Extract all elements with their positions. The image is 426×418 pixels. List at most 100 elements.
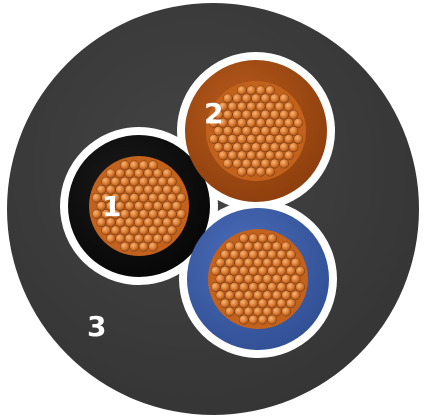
- copper-strand: [139, 161, 148, 170]
- copper-strand: [266, 102, 275, 111]
- copper-strand: [258, 315, 267, 324]
- copper-strand: [92, 210, 101, 219]
- copper-strand: [125, 234, 134, 243]
- copper-strand: [284, 151, 293, 160]
- copper-strand: [242, 110, 251, 119]
- copper-strand: [153, 218, 162, 227]
- copper-strand: [239, 283, 248, 292]
- copper-strand: [225, 258, 234, 267]
- copper-strand: [289, 126, 298, 135]
- copper-strand: [258, 234, 267, 243]
- copper-strand: [239, 234, 248, 243]
- copper-strand: [247, 86, 256, 95]
- copper-strand: [167, 193, 176, 202]
- copper-strand: [280, 110, 289, 119]
- copper-strand: [149, 210, 158, 219]
- copper-strand: [144, 218, 153, 227]
- label-conductor-2: 2: [204, 97, 223, 130]
- copper-strand: [247, 151, 256, 160]
- copper-strand: [211, 283, 220, 292]
- copper-strand: [106, 234, 115, 243]
- copper-strand: [249, 283, 258, 292]
- copper-strand: [149, 226, 158, 235]
- copper-strand: [149, 161, 158, 170]
- copper-strand: [282, 307, 291, 316]
- copper-strand: [172, 185, 181, 194]
- copper-strand: [125, 169, 134, 178]
- copper-strand: [277, 266, 286, 275]
- copper-strand: [282, 242, 291, 251]
- copper-strand: [216, 258, 225, 267]
- copper-strand: [102, 226, 111, 235]
- copper-strand: [270, 143, 279, 152]
- copper-strand: [223, 126, 232, 135]
- copper-strand: [275, 151, 284, 160]
- copper-strand: [163, 234, 172, 243]
- copper-strand: [272, 307, 281, 316]
- copper-strand: [233, 110, 242, 119]
- copper-strand: [247, 167, 256, 176]
- copper-strand: [268, 250, 277, 259]
- label-sheath: 3: [87, 310, 106, 343]
- copper-strand: [221, 283, 230, 292]
- copper-strand: [223, 143, 232, 152]
- copper-strand: [153, 169, 162, 178]
- copper-strand: [134, 234, 143, 243]
- copper-strand: [134, 218, 143, 227]
- copper-strand: [228, 118, 237, 127]
- copper-strand: [284, 135, 293, 144]
- copper-strand: [266, 118, 275, 127]
- copper-strand: [233, 126, 242, 135]
- copper-strand: [277, 299, 286, 308]
- copper-strand: [263, 242, 272, 251]
- copper-strand: [167, 177, 176, 186]
- copper-strand: [249, 266, 258, 275]
- copper-strand: [261, 159, 270, 168]
- copper-strand: [158, 226, 167, 235]
- copper-strand: [225, 291, 234, 300]
- copper-strand: [216, 274, 225, 283]
- copper-strand: [291, 274, 300, 283]
- copper-strand: [239, 250, 248, 259]
- copper-strand: [275, 118, 284, 127]
- copper-strand: [149, 193, 158, 202]
- copper-strand: [219, 135, 228, 144]
- copper-strand: [266, 167, 275, 176]
- copper-strand: [237, 167, 246, 176]
- copper-strand: [294, 118, 303, 127]
- copper-strand: [134, 169, 143, 178]
- copper-strand: [280, 159, 289, 168]
- copper-strand: [266, 151, 275, 160]
- copper-strand: [263, 274, 272, 283]
- copper-strand: [270, 94, 279, 103]
- copper-strand: [253, 242, 262, 251]
- copper-strand: [214, 143, 223, 152]
- copper-strand: [237, 118, 246, 127]
- copper-strand: [130, 226, 139, 235]
- copper-strand: [263, 291, 272, 300]
- copper-strand: [244, 307, 253, 316]
- copper-strand: [242, 159, 251, 168]
- copper-strand: [253, 307, 262, 316]
- copper-strand: [261, 94, 270, 103]
- copper-strand: [120, 161, 129, 170]
- copper-strand: [130, 193, 139, 202]
- copper-strand: [228, 151, 237, 160]
- copper-strand: [280, 94, 289, 103]
- copper-strand: [256, 151, 265, 160]
- copper-strand: [282, 291, 291, 300]
- copper-strand: [286, 250, 295, 259]
- copper-strand: [209, 135, 218, 144]
- copper-strand: [253, 291, 262, 300]
- copper-strand: [134, 185, 143, 194]
- copper-strand: [230, 299, 239, 308]
- copper-strand: [256, 135, 265, 144]
- copper-strand: [270, 126, 279, 135]
- copper-strand: [225, 242, 234, 251]
- copper-strand: [233, 94, 242, 103]
- copper-strand: [251, 94, 260, 103]
- copper-strand: [258, 299, 267, 308]
- copper-strand: [116, 169, 125, 178]
- copper-strand: [256, 118, 265, 127]
- copper-strand: [130, 210, 139, 219]
